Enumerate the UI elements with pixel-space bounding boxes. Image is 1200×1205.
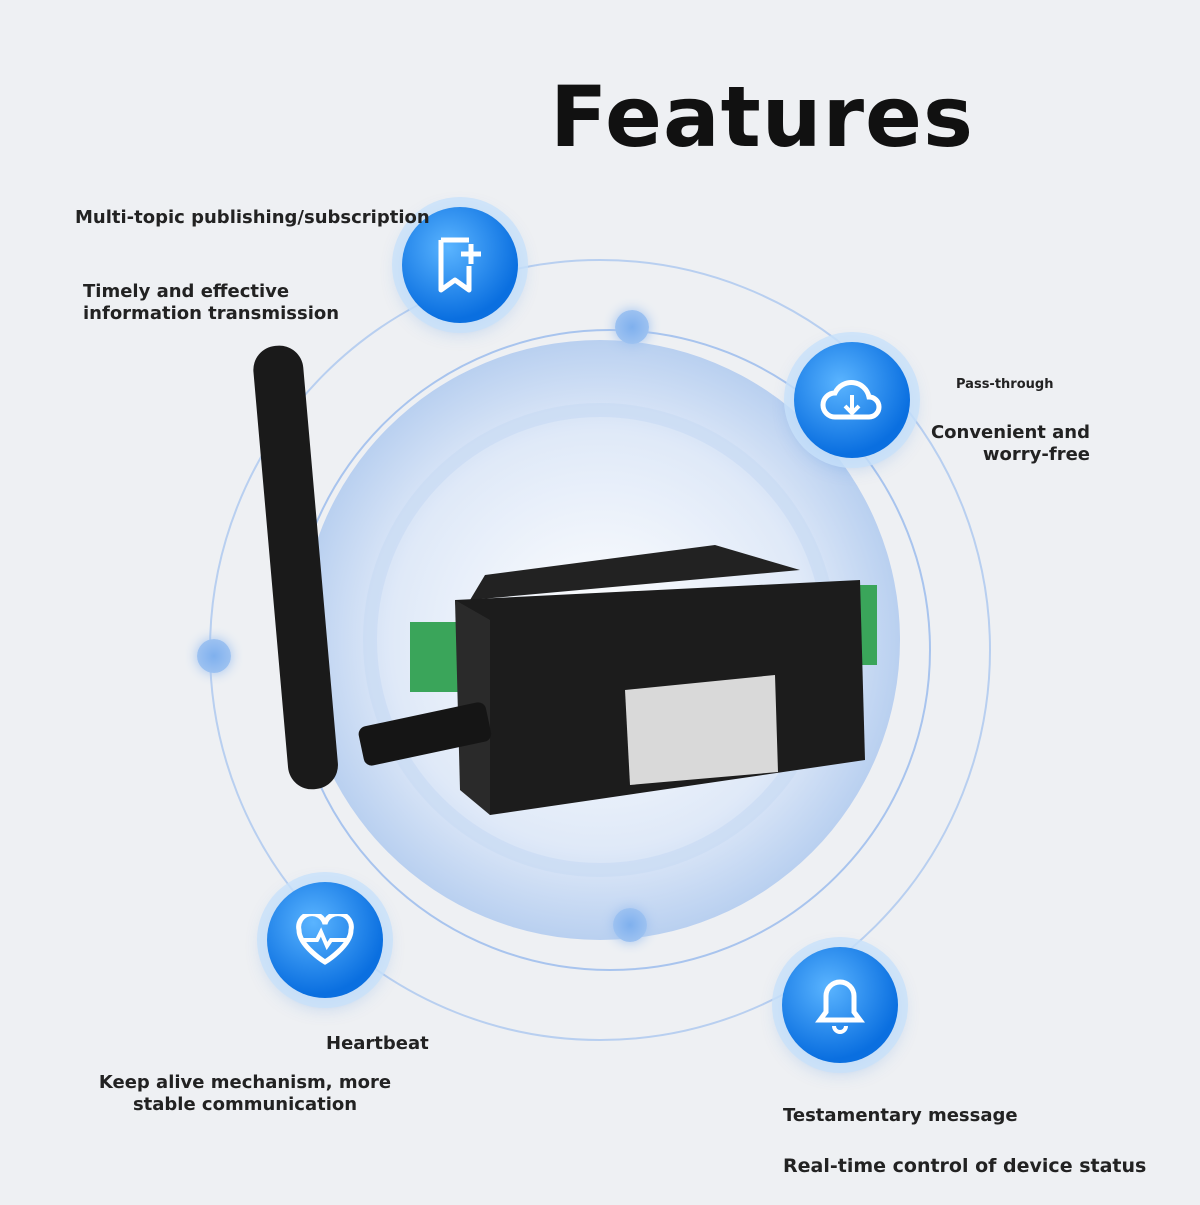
orbit-dot bbox=[613, 908, 647, 942]
feature-icon-bookmark-plus bbox=[402, 207, 518, 323]
feature-icon-bell bbox=[782, 947, 898, 1063]
feature-icon-heart bbox=[267, 882, 383, 998]
orbit-dot bbox=[197, 639, 231, 673]
orbit-dot bbox=[615, 310, 649, 344]
bookmark-plus-icon bbox=[438, 237, 481, 293]
feature-icon-cloud bbox=[794, 342, 910, 458]
feature-heading: Pass-through bbox=[956, 377, 1054, 392]
page-title: Features bbox=[550, 68, 974, 166]
terminal-block-left bbox=[410, 622, 465, 692]
feature-description: Convenient and worry-free bbox=[930, 422, 1090, 465]
feature-heading: Heartbeat bbox=[326, 1033, 429, 1054]
antenna bbox=[253, 345, 338, 790]
feature-description: Timely and effective information transmi… bbox=[83, 281, 340, 324]
cloud-download-icon bbox=[820, 380, 882, 420]
device-label-sticker bbox=[625, 675, 778, 785]
feature-heading: Testamentary message bbox=[783, 1105, 1018, 1126]
feature-description: Real-time control of device status bbox=[783, 1155, 1147, 1177]
feature-description: Keep alive mechanism, more stable commun… bbox=[98, 1072, 392, 1115]
feature-heading: Multi-topic publishing/subscription bbox=[75, 207, 430, 228]
bell-icon bbox=[815, 979, 865, 1034]
heart-pulse-icon bbox=[296, 914, 354, 965]
